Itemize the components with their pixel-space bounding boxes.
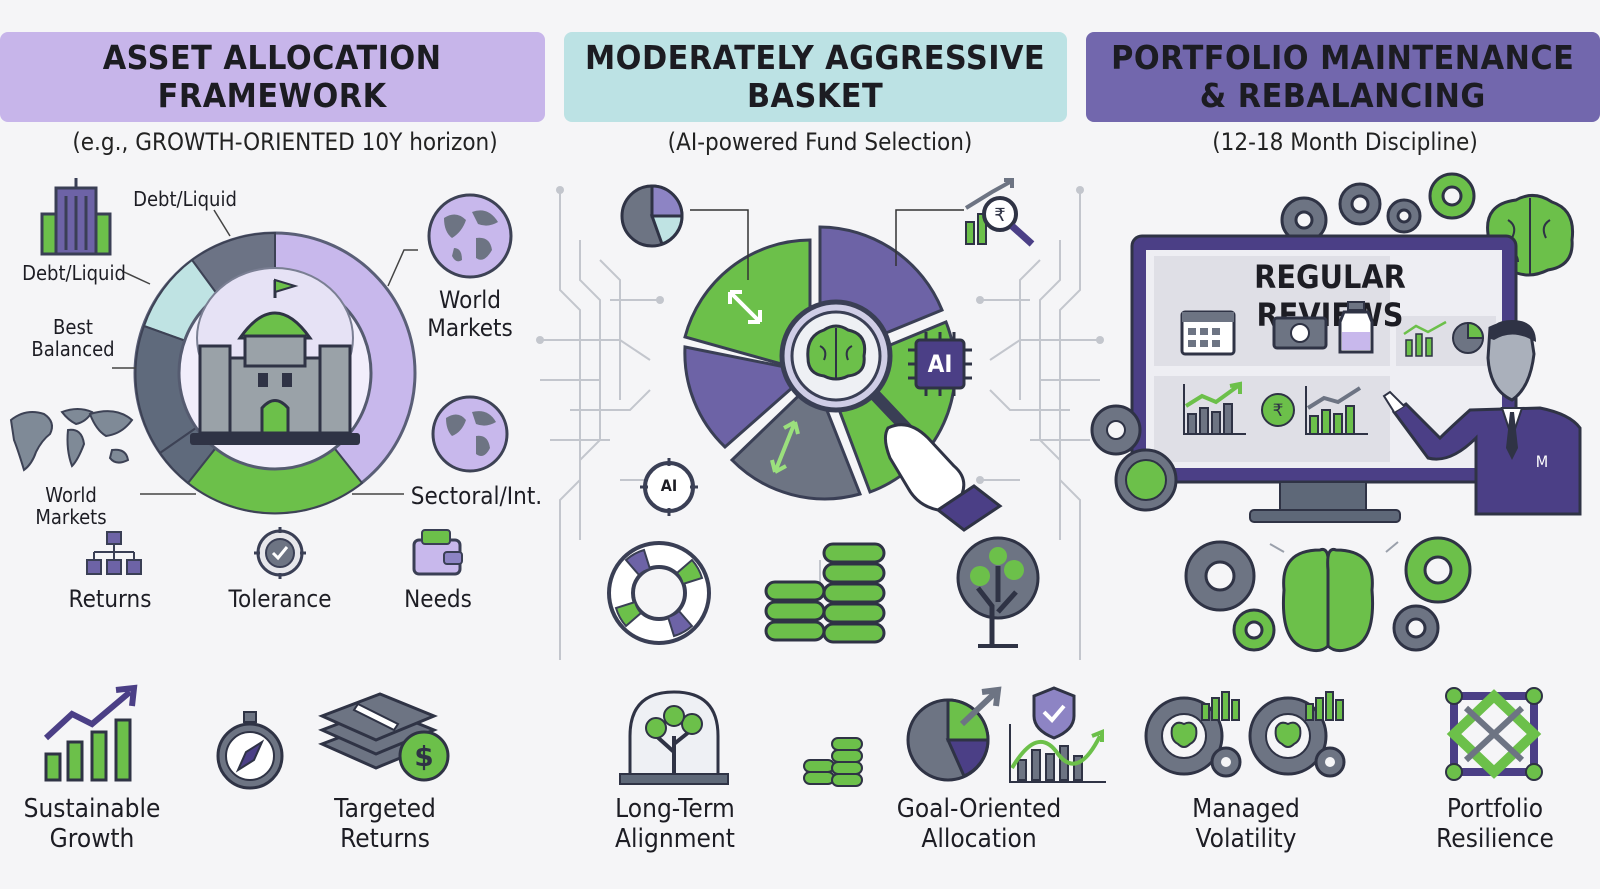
gear-chart-icon [1144,691,1242,778]
tree-icon [956,536,1040,648]
label-needs: Needs [404,585,472,613]
label-targeted-returns: Targeted Returns [334,794,436,854]
magnifier-brain-icon [779,299,1003,532]
coin-stack-small-icon [803,737,863,787]
compass-icon [216,711,284,790]
allocation-donut [133,231,417,515]
ai-badge-icon [640,458,698,516]
rupee-coin-icon: ₹ [1261,393,1295,427]
growth-chart-icon [43,684,138,782]
basket-subtitle: (AI-powered Fund Selection) [667,128,973,156]
label-best-balanced: Best Balanced [31,315,115,361]
label-tolerance: Tolerance [228,585,332,613]
jar-icon [1338,301,1374,354]
cash-stack-icon: $ [318,692,450,782]
rupee-search-icon: ₹ [964,178,1035,247]
asset-subtitle: (e.g., GROWTH-ORIENTED 10Y horizon) [72,128,498,156]
calendar-icon [1180,310,1236,356]
presenter-icon [1382,320,1582,516]
globe-icon [431,395,509,473]
label-returns: Returns [68,585,152,613]
target-check-icon [254,527,306,579]
wallet-icon [412,529,463,576]
gear-chart-icon [1248,691,1346,778]
gears-brain-row-icon [1184,536,1472,653]
leader-lines [112,209,418,495]
cash-icon [1272,316,1328,350]
org-chart-icon [86,531,142,575]
asset-allocation-title: ASSET ALLOCATION FRAMEWORK [103,38,442,115]
label-sustainable-growth: Sustainable Growth [23,794,161,854]
ai-chip-icon [908,332,972,396]
label-portfolio-resilience: Portfolio Resilience [1436,794,1554,854]
asset-allocation-header: ASSET ALLOCATION FRAMEWORK [0,32,545,122]
connector-line [690,209,749,280]
gears-icon [1280,172,1476,244]
label-goal-oriented-allocation: Goal-Oriented Allocation [896,794,1062,854]
label-long-term-alignment: Long-Term Alignment [615,794,735,854]
growth-bars-icon [1183,381,1246,435]
coin-stack-icon [764,542,886,644]
world-map-icon [9,408,134,472]
ai-chip-label: AI [927,350,953,378]
pie-chart-icon [620,184,684,248]
presenter-badge: M [1535,452,1549,471]
basket-header: MODERATELY AGGRESSIVE BASKET [564,32,1067,122]
globe-icon [427,193,513,279]
shield-chart-icon [1009,686,1106,783]
label-world-markets-right: World Markets [427,286,513,342]
network-icon [1445,687,1543,781]
maintenance-header: PORTFOLIO MAINTENANCE & REBALANCING [1086,32,1600,122]
bar-chart-icon [1403,320,1447,357]
label-debt-liquid-left: Debt/Liquid [22,261,126,285]
label-debt-liquid-top: Debt/Liquid [133,187,237,211]
label-managed-volatility: Managed Volatility [1192,794,1300,854]
maintenance-title: PORTFOLIO MAINTENANCE & REBALANCING [1111,38,1575,115]
gear-brain-icon [1090,404,1178,512]
growth-bars-icon [1305,386,1368,435]
maintenance-subtitle: (12-18 Month Discipline) [1212,128,1478,156]
small-pie-icon [1452,321,1485,354]
svg-text:₹: ₹ [1273,401,1284,421]
pie-arrow-icon [906,686,1002,782]
label-world-markets-left: World Markets [35,483,107,529]
label-sectoral: Sectoral/Int. [410,482,543,510]
building-icon [40,178,112,256]
basket-title: MODERATELY AGGRESSIVE BASKET [585,38,1046,115]
connector-line [895,209,964,266]
lifebuoy-icon [607,541,711,645]
tree-dome-icon [619,690,729,785]
svg-text:₹: ₹ [994,205,1005,226]
circuit-lines [536,186,1104,660]
ai-badge-label: AI [660,476,678,495]
svg-text:$: $ [414,740,433,773]
